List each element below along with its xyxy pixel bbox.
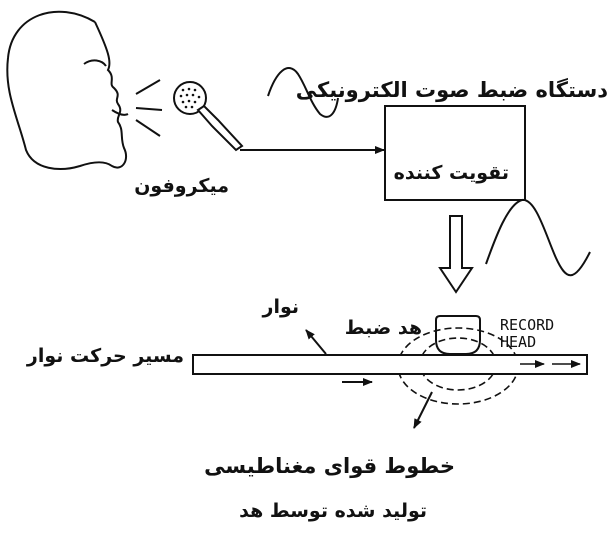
output-wave xyxy=(485,199,591,277)
amplifier-label: تقویت کننده xyxy=(393,162,509,184)
microphone-icon xyxy=(173,81,244,152)
record-head xyxy=(435,315,481,355)
speaker-eye-icon xyxy=(83,59,107,67)
input-wave xyxy=(267,67,339,118)
tape-label: نوار xyxy=(262,296,300,318)
field-lines-label-line1: خطوط قوای مغناطیسی xyxy=(204,454,455,478)
sound-lines xyxy=(135,79,163,137)
field-lines-pointer-arrow xyxy=(413,391,433,429)
tape-strip xyxy=(192,354,588,375)
device-title: دستگاه ضبط صوت الکترونیکی xyxy=(295,78,608,102)
record-head-english-label: RECORD HEAD xyxy=(500,316,555,351)
microphone-label: میکروفون xyxy=(134,175,229,197)
speaker-mouth-icon xyxy=(111,109,129,116)
speaker-head-icon xyxy=(6,10,128,170)
tape-path-label: مسیر حرکت نوار xyxy=(26,345,184,367)
hollow-down-arrow xyxy=(438,215,474,294)
record-head-label: هد ضبط xyxy=(344,317,422,339)
field-lines-label-line2: تولید شده توسط هد xyxy=(239,500,427,522)
amplifier-box xyxy=(384,105,526,201)
tape-pointer-arrow xyxy=(305,329,327,355)
